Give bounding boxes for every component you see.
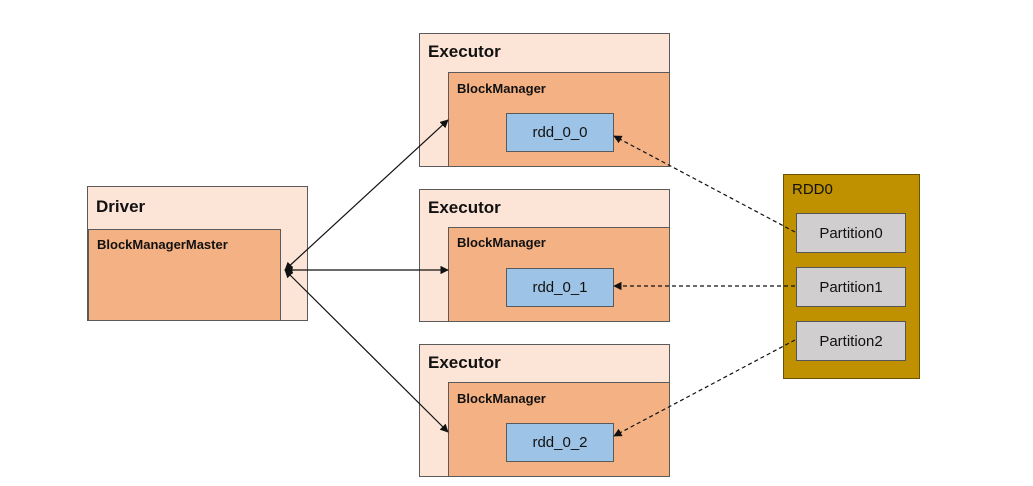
arrow-driver-to-executor-2 — [284, 269, 449, 433]
rdd-block-0: rdd_0_0 — [506, 113, 614, 152]
block-manager-master-label: BlockManagerMaster — [97, 237, 228, 252]
rdd-box: RDD0 Partition0 Partition1 Partition2 — [783, 174, 920, 379]
arrow-partition2-to-block2 — [613, 339, 796, 437]
block-manager-box-1: BlockManager rdd_0_1 — [448, 227, 670, 322]
partition-2: Partition2 — [796, 321, 906, 361]
partition-1: Partition1 — [796, 267, 906, 307]
executor-box-1: Executor BlockManager rdd_0_1 — [419, 189, 670, 322]
arrow-driver-to-executor-0 — [284, 119, 449, 271]
rdd-block-1: rdd_0_1 — [506, 268, 614, 307]
rdd-block-2: rdd_0_2 — [506, 423, 614, 462]
driver-box: Driver BlockManagerMaster — [87, 186, 308, 321]
executor-box-0: Executor BlockManager rdd_0_0 — [419, 33, 670, 167]
block-manager-master-box: BlockManagerMaster — [88, 229, 281, 321]
block-manager-box-0: BlockManager rdd_0_0 — [448, 72, 670, 167]
rdd-title: RDD0 — [792, 181, 833, 198]
block-manager-label-0: BlockManager — [457, 81, 546, 96]
block-manager-label-1: BlockManager — [457, 235, 546, 250]
block-manager-label-2: BlockManager — [457, 391, 546, 406]
driver-title: Driver — [96, 197, 146, 216]
partition-0: Partition0 — [796, 213, 906, 253]
executor-title-0: Executor — [428, 42, 501, 61]
arrow-partition0-to-block0 — [613, 135, 796, 233]
block-manager-box-2: BlockManager rdd_0_2 — [448, 382, 670, 477]
executor-box-2: Executor BlockManager rdd_0_2 — [419, 344, 670, 477]
